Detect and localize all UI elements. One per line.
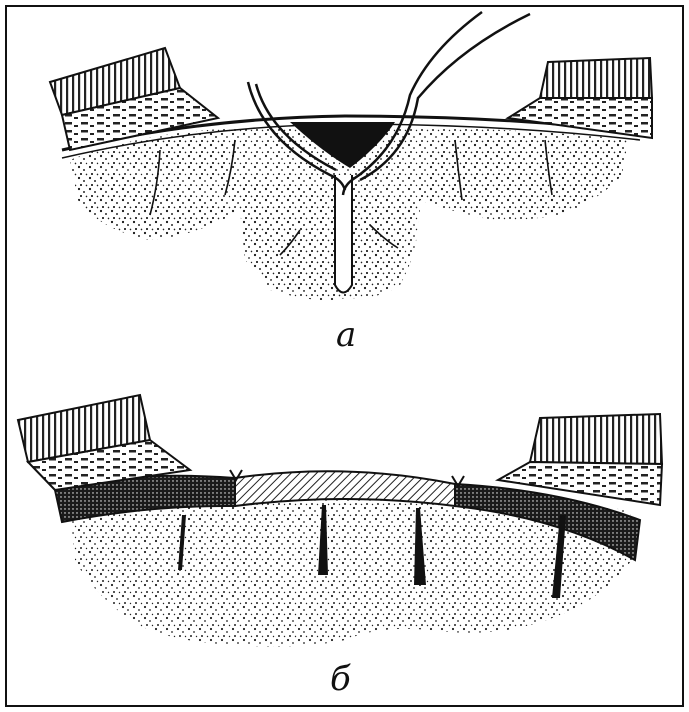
scalp-right-a	[508, 58, 652, 138]
panel-label-b: б	[330, 659, 351, 699]
panel-label-a: а	[336, 315, 356, 355]
panel-a: а	[50, 12, 652, 355]
panel-b: б	[18, 395, 662, 699]
